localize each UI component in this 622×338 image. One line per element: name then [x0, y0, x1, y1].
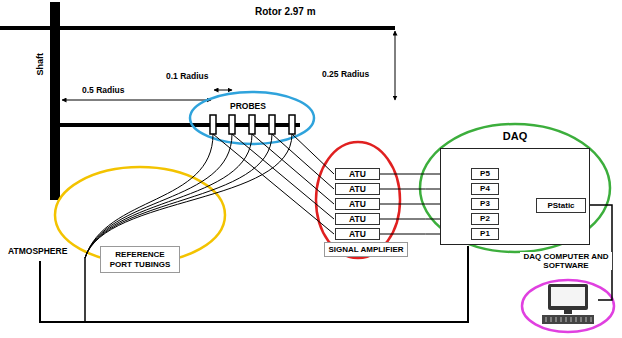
reference-tubings	[85, 134, 292, 258]
key	[571, 317, 572, 322]
monitor-screen	[551, 287, 585, 306]
key	[556, 317, 557, 322]
probe-wires	[213, 134, 334, 234]
diagram-label: PROBES	[228, 102, 268, 112]
monitor-stand	[564, 310, 572, 314]
key	[576, 317, 577, 322]
probe-wire	[252, 134, 334, 204]
probe	[249, 115, 255, 134]
key	[561, 317, 562, 322]
device-box: ATU	[335, 213, 380, 225]
diagram-label: ATMOSPHERE	[8, 247, 67, 257]
tubing	[85, 134, 292, 258]
device-box: P4	[471, 183, 499, 195]
keyboard-keys	[546, 317, 591, 322]
node-label: ATU	[349, 170, 366, 179]
dimension-arrow	[395, 31, 396, 100]
computer-ellipse	[522, 280, 614, 332]
node-label: ATU	[349, 215, 366, 224]
diagram-label: Rotor 2.97 m	[255, 6, 316, 18]
device-box: ATU	[335, 168, 380, 180]
keyboard	[542, 315, 594, 324]
diagram-label: Shaft	[35, 53, 45, 76]
daq-ellipse	[420, 124, 610, 252]
daq-box: DAQP5P4P3P2P1PStatic	[440, 148, 590, 245]
device-box: ATU	[335, 228, 380, 240]
node-label: REFERENCE PORT TUBINGS	[105, 250, 175, 269]
node-label: PStatic	[547, 202, 574, 210]
dimension-arrow	[62, 100, 211, 101]
key	[551, 317, 552, 322]
device-box: P5	[471, 168, 499, 180]
node-label: P1	[480, 230, 490, 238]
key	[581, 317, 582, 322]
node-label: ATU	[349, 230, 366, 239]
device-box: SIGNAL AMPLIFIER	[324, 242, 408, 257]
probe-wire	[272, 134, 334, 189]
shaft	[50, 2, 60, 200]
probe	[210, 115, 216, 134]
diagram-label: 0.5 Radius	[82, 86, 125, 96]
node-label: P5	[480, 170, 490, 178]
probe-wire	[292, 134, 334, 174]
node-label: ATU	[349, 185, 366, 194]
key	[591, 317, 592, 322]
device-box: P3	[471, 198, 499, 210]
tubing	[85, 134, 232, 258]
node-label: ATU	[349, 200, 366, 209]
tubing-line	[84, 258, 86, 322]
device-box: PStatic	[536, 198, 586, 213]
node-label: SIGNAL AMPLIFIER	[328, 246, 403, 254]
node-label: P4	[480, 185, 490, 193]
diagram-label: 0.1 Radius	[166, 72, 209, 82]
probes	[210, 115, 295, 134]
probe	[229, 115, 235, 134]
key	[586, 317, 587, 322]
device-box: P1	[471, 228, 499, 240]
monitor	[548, 284, 588, 310]
diagram-label: DAQ COMPUTER AND SOFTWARE	[520, 252, 612, 270]
probe-wire	[232, 134, 334, 219]
device-box: ATU	[335, 198, 380, 210]
probe	[289, 115, 295, 134]
diagram-label: 0.25 Radius	[322, 70, 369, 80]
daq-heading: DAQ	[441, 130, 589, 142]
probe-wire	[213, 134, 334, 234]
tubing	[85, 134, 252, 258]
probe-arm	[60, 123, 300, 127]
static-line	[40, 246, 468, 322]
key	[566, 317, 567, 322]
tubing	[85, 134, 272, 258]
device-box: ATU	[335, 183, 380, 195]
device-box: P2	[471, 213, 499, 225]
node-label: P2	[480, 215, 490, 223]
key	[546, 317, 547, 322]
device-box: REFERENCE PORT TUBINGS	[100, 246, 180, 273]
node-label: P3	[480, 200, 490, 208]
probe	[269, 115, 275, 134]
dimension-arrow	[214, 90, 232, 91]
